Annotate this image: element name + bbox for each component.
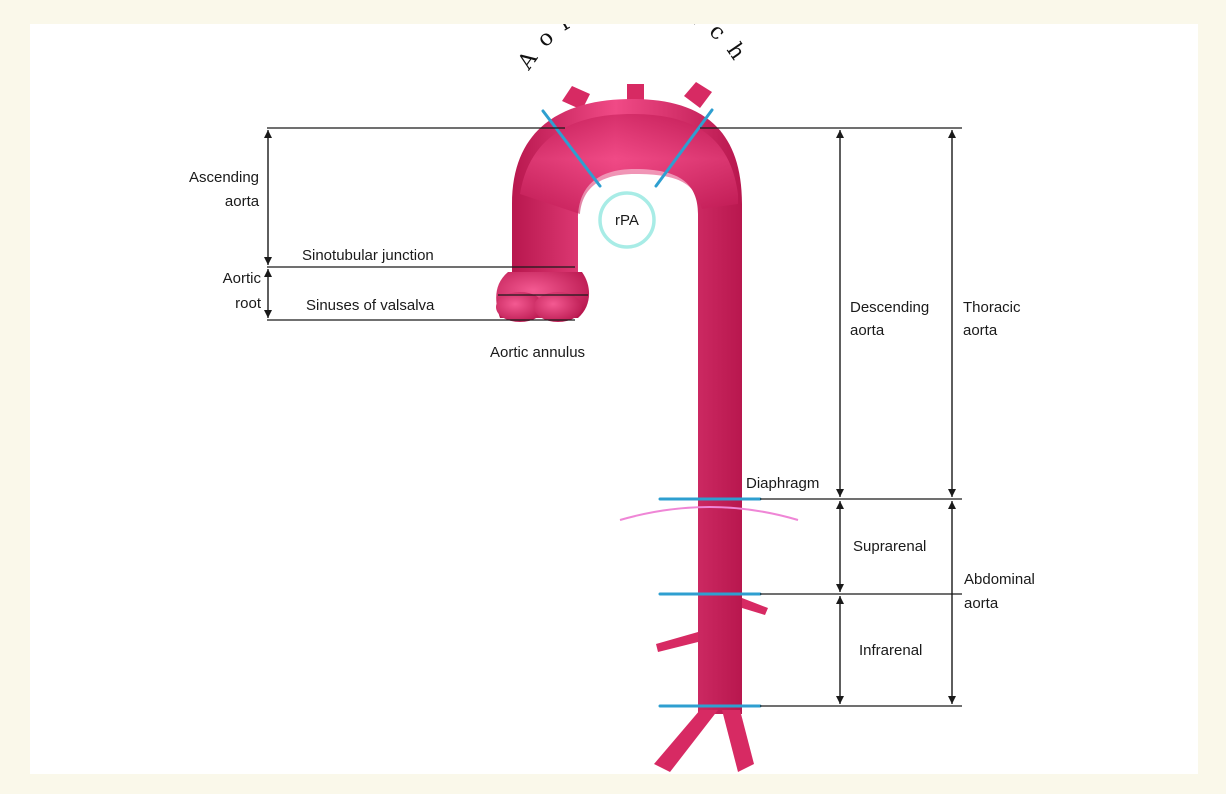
iliac-bifurcation: [654, 710, 754, 772]
sinuses-label: Sinuses of valsalva: [306, 297, 435, 314]
abdominal-label-line2: aorta: [964, 595, 999, 612]
aorta-diagram: rPA Aortic arc: [30, 24, 1198, 774]
aortic-arch-title: Aortic arch: [513, 24, 757, 75]
suprarenal-label: Suprarenal: [853, 538, 926, 555]
thoracic-label-line1: Thoracic: [963, 299, 1021, 316]
aortic-root-label-line1: Aortic: [223, 270, 262, 287]
annulus-label: Aortic annulus: [490, 344, 585, 361]
ascending-label-line1: Ascending: [189, 169, 259, 186]
sinotubular-label: Sinotubular junction: [302, 247, 434, 264]
infrarenal-label: Infrarenal: [859, 642, 922, 659]
diaphragm-label: Diaphragm: [746, 475, 819, 492]
left-subclavian-branch: [684, 82, 712, 108]
descending-label-line1: Descending: [850, 299, 929, 316]
figure-frame: rPA Aortic arc: [30, 24, 1198, 774]
right-renal-branch: [656, 632, 698, 652]
rpa-label: rPA: [615, 212, 639, 229]
aortic-root-label-line2: root: [235, 295, 262, 312]
abdominal-label-line1: Abdominal: [964, 571, 1035, 588]
left-renal-branch: [742, 598, 768, 615]
aortic-root: [496, 272, 589, 322]
thoracic-label-line2: aorta: [963, 322, 998, 339]
descending-label-line2: aorta: [850, 322, 885, 339]
ascending-label-line2: aorta: [225, 193, 260, 210]
